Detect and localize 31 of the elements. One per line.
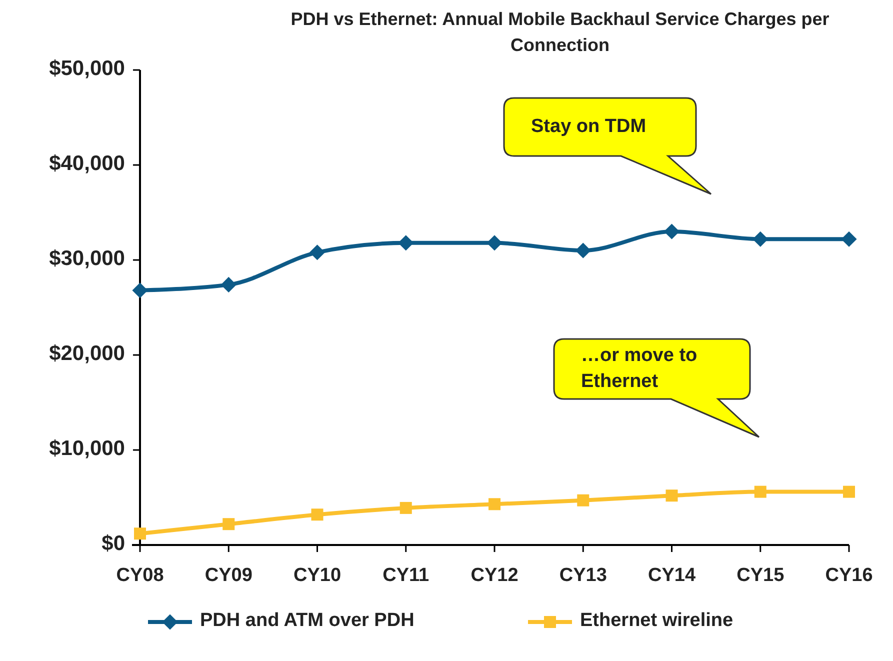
point: [311, 508, 324, 521]
callout-text: …or move to Ethernet: [580, 344, 698, 394]
speech-bubble: [553, 338, 761, 439]
point: [843, 486, 855, 498]
point: [400, 502, 412, 514]
x-tick-label: CY12: [470, 565, 520, 587]
y-tick-label: $0: [102, 532, 125, 556]
y-tick-label: $20,000: [49, 342, 125, 366]
point: [488, 498, 500, 510]
point: [754, 486, 766, 498]
speech-bubble: [503, 97, 713, 196]
x-tick-label: CY09: [204, 565, 254, 587]
x-tick-label: CY16: [824, 565, 874, 587]
point: [222, 518, 235, 530]
point: [666, 490, 678, 502]
point: [577, 494, 590, 506]
y-tick-label: $40,000: [49, 152, 125, 176]
x-tick-label: CY14: [646, 565, 697, 587]
chart-title: PDH vs Ethernet: Annual Mobile Backhaul Service Charges per Connection: [290, 8, 830, 57]
y-tick-label: $30,000: [49, 247, 125, 271]
legend-label: PDH and ATM over PDH: [200, 610, 414, 632]
callout-text: Stay on TDM: [530, 115, 648, 139]
y-tick-label: $10,000: [49, 437, 125, 461]
x-tick-label: CY11: [382, 565, 430, 587]
x-tick-label: CY15: [736, 565, 786, 587]
point: [134, 528, 146, 540]
x-tick-label: CY10: [292, 565, 342, 587]
legend-label: Ethernet wireline: [580, 610, 734, 632]
x-tick-label: CY08: [115, 565, 165, 587]
y-tick-label: $50,000: [49, 57, 125, 81]
x-tick-label: CY13: [558, 565, 608, 587]
